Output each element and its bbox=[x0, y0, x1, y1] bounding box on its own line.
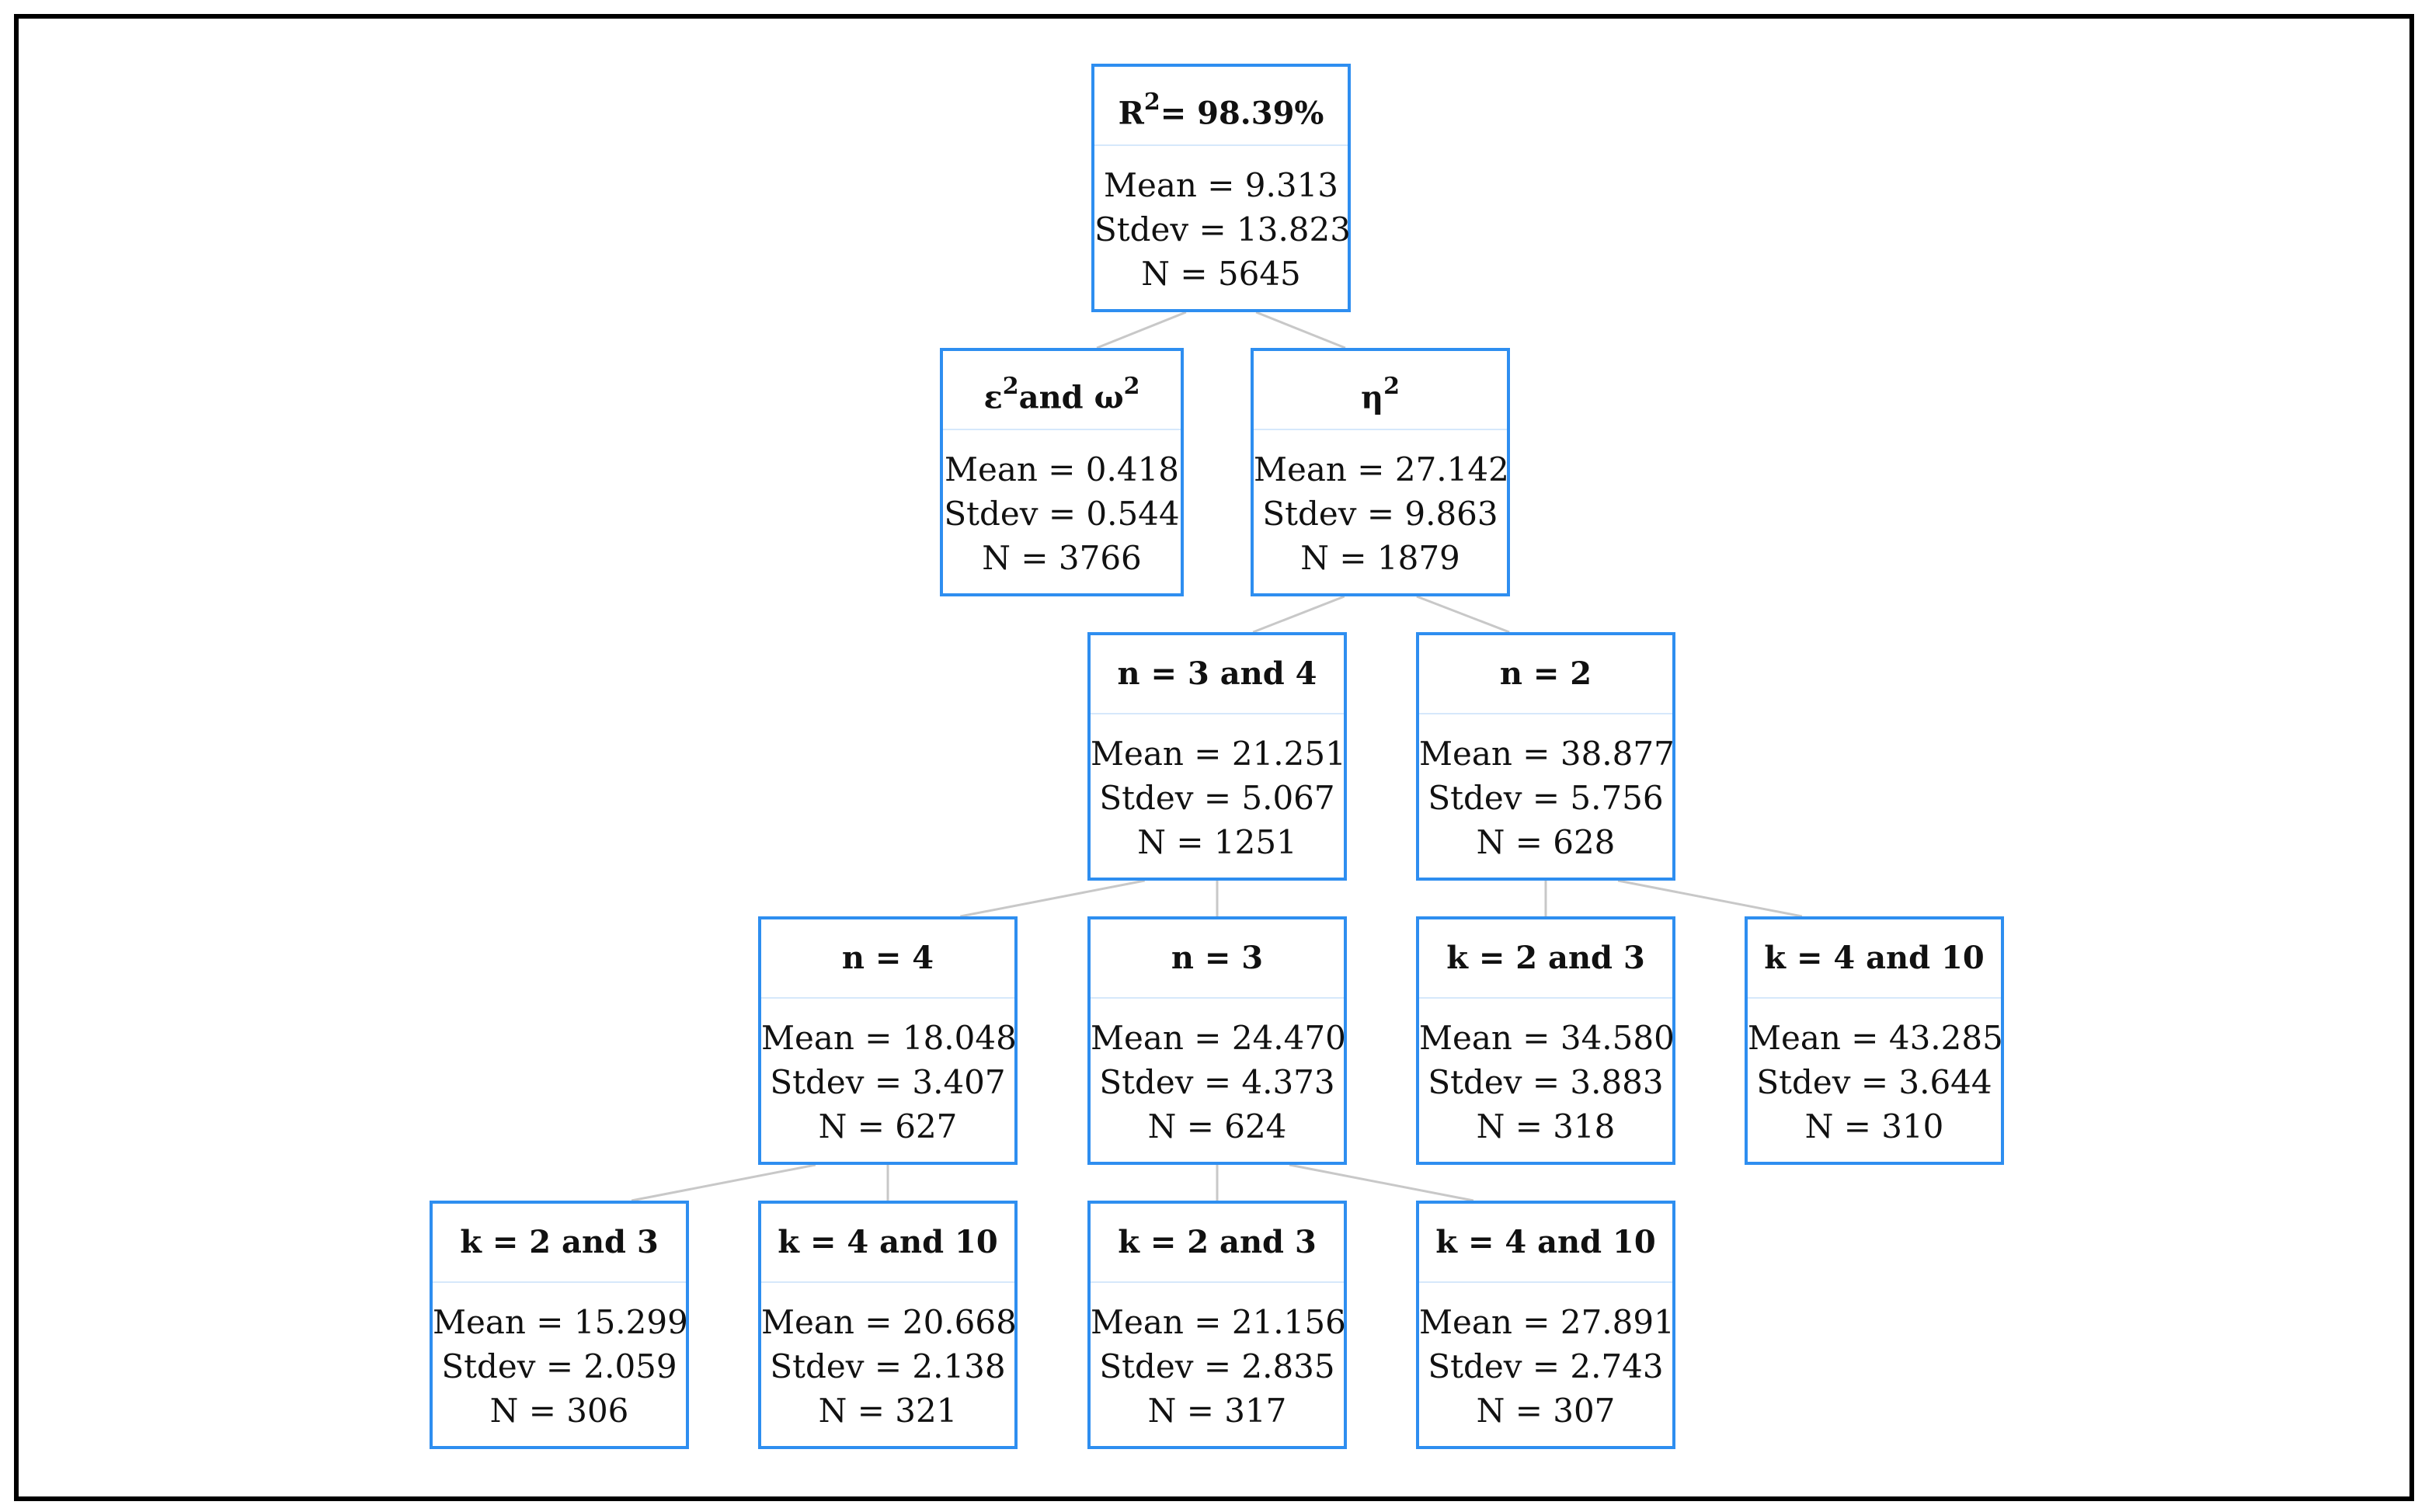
edge-n3-to-n3-k410 bbox=[1289, 1163, 1474, 1202]
node-count: N = 1251 bbox=[1137, 823, 1297, 861]
node-stdev: Stdev = 9.863 bbox=[1262, 495, 1498, 533]
node-title-text: ε bbox=[983, 379, 1003, 416]
node-n3-k-4-and-10: k = 4 and 10 Mean = 27.891 Stdev = 2.743… bbox=[1416, 1201, 1675, 1449]
node-stdev: Stdev = 2.743 bbox=[1428, 1347, 1664, 1385]
node-count: N = 306 bbox=[489, 1392, 629, 1430]
node-title-text: R bbox=[1118, 95, 1144, 132]
node-n-2: n = 2 Mean = 38.877 Stdev = 5.756 N = 62… bbox=[1416, 632, 1675, 881]
node-title-superscript: 2 bbox=[1002, 373, 1019, 400]
node-title: k = 4 and 10 bbox=[1748, 919, 2001, 999]
edge-eta-to-n34 bbox=[1252, 595, 1345, 634]
node-mean: Mean = 0.418 bbox=[944, 450, 1180, 488]
node-mean: Mean = 15.299 bbox=[433, 1303, 688, 1341]
node-mean: Mean = 27.891 bbox=[1419, 1303, 1675, 1341]
edge-n34-to-n4 bbox=[959, 879, 1146, 918]
node-stdev: Stdev = 2.835 bbox=[1099, 1347, 1335, 1385]
node-title-suffix: and ω bbox=[1018, 379, 1124, 416]
node-mean: Mean = 38.877 bbox=[1419, 735, 1675, 773]
node-n2-k-4-and-10: k = 4 and 10 Mean = 43.285 Stdev = 3.644… bbox=[1745, 916, 2004, 1165]
edge-root-to-eps-omega bbox=[1096, 311, 1187, 349]
node-count: N = 3766 bbox=[982, 539, 1142, 577]
edge-n4-to-n4-k23 bbox=[631, 1163, 816, 1202]
node-title: n = 3 bbox=[1091, 919, 1344, 999]
node-n-3-and-4: n = 3 and 4 Mean = 21.251 Stdev = 5.067 … bbox=[1087, 632, 1347, 881]
node-mean: Mean = 21.251 bbox=[1091, 735, 1346, 773]
node-mean: Mean = 27.142 bbox=[1254, 450, 1509, 488]
node-n2-k-2-and-3: k = 2 and 3 Mean = 34.580 Stdev = 3.883 … bbox=[1416, 916, 1675, 1165]
node-mean: Mean = 9.313 bbox=[1103, 166, 1339, 204]
node-stdev: Stdev = 3.883 bbox=[1428, 1063, 1664, 1101]
node-mean: Mean = 18.048 bbox=[761, 1019, 1017, 1057]
node-title-suffix: = 98.39% bbox=[1160, 95, 1324, 132]
node-n-4: n = 4 Mean = 18.048 Stdev = 3.407 N = 62… bbox=[758, 916, 1018, 1165]
node-title: R2= 98.39% bbox=[1094, 67, 1348, 146]
node-title-superscript: 2 bbox=[1383, 373, 1400, 400]
node-count: N = 628 bbox=[1476, 823, 1616, 861]
node-mean: Mean = 34.580 bbox=[1419, 1019, 1675, 1057]
node-eta: η2 Mean = 27.142 Stdev = 9.863 N = 1879 bbox=[1251, 348, 1510, 596]
node-count: N = 624 bbox=[1147, 1107, 1287, 1145]
node-eps-omega: ε2and ω2 Mean = 0.418 Stdev = 0.544 N = … bbox=[940, 348, 1184, 596]
edge-n2-to-n2-k410 bbox=[1617, 879, 1803, 918]
diagram-frame bbox=[14, 14, 2414, 1501]
node-title: n = 3 and 4 bbox=[1091, 635, 1344, 714]
node-count: N = 5645 bbox=[1141, 255, 1301, 293]
node-n3-k-2-and-3: k = 2 and 3 Mean = 21.156 Stdev = 2.835 … bbox=[1087, 1201, 1347, 1449]
node-mean: Mean = 20.668 bbox=[761, 1303, 1017, 1341]
node-stdev: Stdev = 3.407 bbox=[770, 1063, 1006, 1101]
node-n4-k-4-and-10: k = 4 and 10 Mean = 20.668 Stdev = 2.138… bbox=[758, 1201, 1018, 1449]
edge-root-to-eta bbox=[1255, 311, 1346, 349]
node-mean: Mean = 24.470 bbox=[1091, 1019, 1346, 1057]
node-stdev: Stdev = 0.544 bbox=[944, 495, 1180, 533]
node-stdev: Stdev = 3.644 bbox=[1756, 1063, 1992, 1101]
node-stdev: Stdev = 4.373 bbox=[1099, 1063, 1335, 1101]
node-n4-k-2-and-3: k = 2 and 3 Mean = 15.299 Stdev = 2.059 … bbox=[430, 1201, 689, 1449]
node-count: N = 310 bbox=[1804, 1107, 1944, 1145]
node-stdev: Stdev = 2.138 bbox=[770, 1347, 1006, 1385]
node-count: N = 318 bbox=[1476, 1107, 1616, 1145]
edge-eta-to-n2 bbox=[1416, 595, 1510, 634]
node-title: k = 2 and 3 bbox=[1091, 1204, 1344, 1283]
node-stdev: Stdev = 13.823 bbox=[1094, 210, 1351, 249]
node-title-superscript: 2 bbox=[1123, 373, 1140, 400]
node-count: N = 321 bbox=[818, 1392, 958, 1430]
node-title: k = 4 and 10 bbox=[1419, 1204, 1672, 1283]
node-count: N = 307 bbox=[1476, 1392, 1616, 1430]
node-stdev: Stdev = 2.059 bbox=[441, 1347, 677, 1385]
node-title: n = 4 bbox=[761, 919, 1014, 999]
node-title: k = 2 and 3 bbox=[1419, 919, 1672, 999]
node-count: N = 627 bbox=[818, 1107, 958, 1145]
node-root: R2= 98.39% Mean = 9.313 Stdev = 13.823 N… bbox=[1091, 64, 1351, 312]
node-count: N = 317 bbox=[1147, 1392, 1287, 1430]
node-title-superscript: 2 bbox=[1143, 89, 1160, 116]
node-title-text: η bbox=[1361, 379, 1384, 416]
node-mean: Mean = 43.285 bbox=[1748, 1019, 2003, 1057]
node-title: η2 bbox=[1254, 351, 1507, 430]
node-title: ε2and ω2 bbox=[943, 351, 1181, 430]
node-mean: Mean = 21.156 bbox=[1091, 1303, 1346, 1341]
node-title: k = 4 and 10 bbox=[761, 1204, 1014, 1283]
node-title: k = 2 and 3 bbox=[433, 1204, 686, 1283]
node-stdev: Stdev = 5.756 bbox=[1428, 779, 1664, 817]
node-n-3: n = 3 Mean = 24.470 Stdev = 4.373 N = 62… bbox=[1087, 916, 1347, 1165]
node-stdev: Stdev = 5.067 bbox=[1099, 779, 1335, 817]
node-title: n = 2 bbox=[1419, 635, 1672, 714]
node-count: N = 1879 bbox=[1300, 539, 1460, 577]
